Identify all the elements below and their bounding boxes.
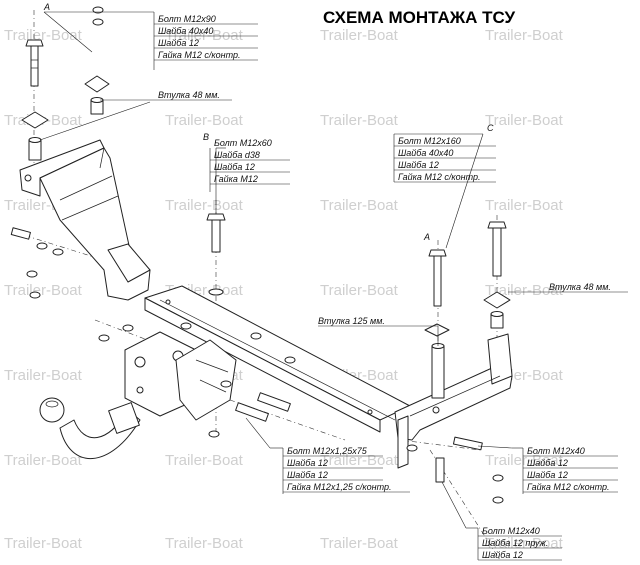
- watermark-text: Trailer-Boat: [485, 27, 564, 44]
- point-letter-b: B: [203, 132, 209, 142]
- label-line: Шайба 12: [527, 470, 568, 480]
- label-line: Шайба 40x40: [158, 26, 213, 36]
- square-washer-top-left: [21, 75, 110, 129]
- watermark-text: Trailer-Boat: [485, 197, 564, 214]
- watermark-text: Trailer-Boat: [320, 27, 399, 44]
- label-line: Гайка M12 с/контр.: [158, 50, 240, 60]
- leader-lines: [39, 11, 545, 529]
- watermark-text: Trailer-Boat: [4, 282, 83, 299]
- label-line: Гайка M12 с/контр.: [527, 482, 609, 492]
- tow-ball: [39, 397, 141, 459]
- label-line: Шайба 12: [158, 38, 199, 48]
- label-line: Шайба 12: [214, 162, 255, 172]
- label-line: Болт M12x160: [398, 136, 461, 146]
- label-line: Втулка 125 мм.: [318, 316, 385, 326]
- watermark-text: Trailer-Boat: [485, 112, 564, 129]
- label-line: Болт M12x40: [482, 526, 540, 536]
- label-line: Гайка M12 с/контр.: [398, 172, 480, 182]
- watermark-text: Trailer-Boat: [165, 27, 244, 44]
- label-group-bottom-small: Болт M12x40 Шайба 12 пруж. Шайба 12: [482, 526, 548, 560]
- bolt-c: [483, 221, 511, 329]
- watermark-text: Trailer-Boat: [4, 452, 83, 469]
- bolt-a-left: [25, 39, 44, 87]
- point-letter-a-left: A: [43, 2, 50, 12]
- watermark-text: Trailer-Boat: [320, 197, 399, 214]
- hardware-left: [10, 227, 64, 299]
- point-letter-a-right: A: [423, 232, 430, 242]
- watermark-text: Trailer-Boat: [165, 197, 244, 214]
- washer-small-top: [92, 6, 104, 26]
- label-group-bottom-center: Болт M12x1,25x75 Шайба 12 Шайба 12 Гайка…: [287, 446, 392, 492]
- label-group-sleeve-right: Втулка 48 мм.: [549, 282, 611, 292]
- watermark-text: Trailer-Boat: [165, 535, 244, 552]
- tow-ball-plate: [124, 331, 237, 421]
- label-group-b: Болт M12x60 Шайба d38 Шайба 12 Гайка M12: [214, 138, 272, 184]
- watermark-text: Trailer-Boat: [4, 367, 83, 384]
- label-group-bottom-right: Болт M12x40 Шайба 12 Шайба 12 Гайка M12 …: [527, 446, 609, 492]
- label-line: Шайба 12: [482, 550, 523, 560]
- bolt-a-right: [424, 249, 450, 337]
- label-group-sleeve-left: Втулка 48 мм.: [158, 90, 220, 100]
- label-line: Шайба 40x40: [398, 148, 453, 158]
- label-line: Шайба 12: [287, 470, 328, 480]
- label-line: Гайка M12x1,25 с/контр.: [287, 482, 392, 492]
- right-bracket: [394, 333, 513, 469]
- bolt-m12x75-pair: [208, 356, 296, 438]
- watermark-text: Trailer-Boat: [485, 282, 564, 299]
- hardware-left-lower: [98, 322, 262, 342]
- label-group-sleeve-125: Втулка 125 мм.: [318, 316, 385, 326]
- label-line: Шайба 12: [527, 458, 568, 468]
- label-line: Шайба 12: [398, 160, 439, 170]
- sleeve-125: [431, 343, 445, 399]
- watermark-text: Trailer-Boat: [320, 112, 399, 129]
- label-line: Шайба 12: [287, 458, 328, 468]
- watermark-text: Trailer-Boat: [165, 452, 244, 469]
- label-group-c: Болт M12x160 Шайба 40x40 Шайба 12 Гайка …: [398, 136, 480, 182]
- watermarks: Trailer-Boat Trailer-Boat Trailer-Boat T…: [4, 27, 564, 552]
- label-line: Болт M12x1,25x75: [287, 446, 368, 456]
- watermark-text: Trailer-Boat: [320, 282, 399, 299]
- label-line: Втулка 48 мм.: [158, 90, 220, 100]
- label-line: Гайка M12: [214, 174, 258, 184]
- label-frames: [153, 12, 628, 561]
- label-line: Болт M12x40: [527, 446, 585, 456]
- label-line: Втулка 48 мм.: [549, 282, 611, 292]
- center-lines: [13, 10, 501, 561]
- left-bracket: [19, 139, 151, 301]
- point-letter-c: C: [487, 123, 494, 133]
- watermark-text: Trailer-Boat: [320, 535, 399, 552]
- watermark-text: Trailer-Boat: [4, 27, 83, 44]
- sleeve-48-left: [28, 97, 104, 161]
- label-line: Болт M12x60: [214, 138, 272, 148]
- watermark-text: Trailer-Boat: [165, 112, 244, 129]
- diagram-title: СХЕМА МОНТАЖА ТСУ: [323, 8, 516, 27]
- label-line: Шайба d38: [214, 150, 260, 160]
- hardware-right-lower: [406, 436, 504, 504]
- label-line: Шайба 12 пруж.: [482, 538, 548, 548]
- watermark-text: Trailer-Boat: [4, 535, 83, 552]
- label-group-a-top: Болт M12x90 Шайба 40x40 Шайба 12 Гайка M…: [158, 14, 240, 60]
- label-line: Болт M12x90: [158, 14, 216, 24]
